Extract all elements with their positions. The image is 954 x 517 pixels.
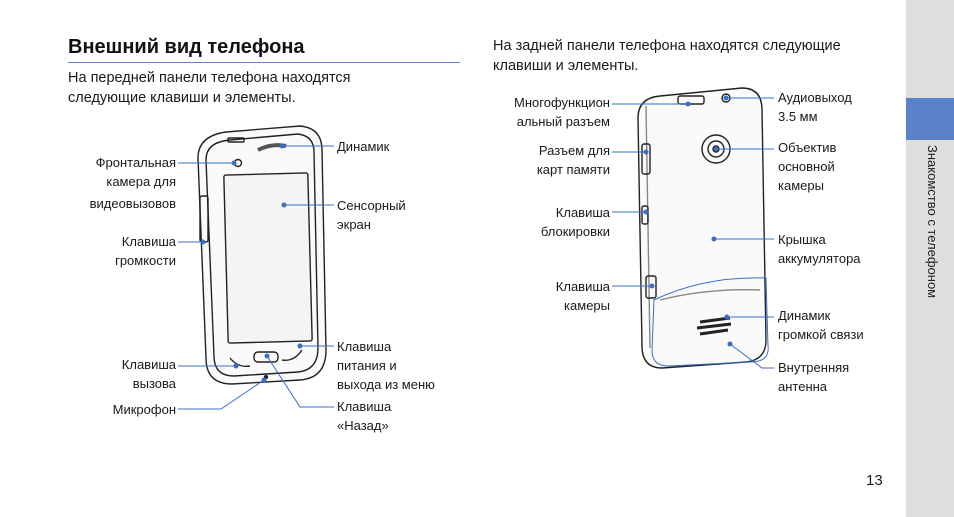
back-leaders bbox=[612, 95, 774, 369]
label-line: основной bbox=[778, 159, 835, 174]
label-line: Клавиша bbox=[555, 205, 610, 220]
label-line: Аудиовыход bbox=[778, 90, 852, 105]
label-line: альный разъем bbox=[516, 114, 610, 129]
label-battery-cover: Крышка аккумулятора bbox=[778, 230, 861, 268]
label-lock-key: Клавиша блокировки bbox=[480, 203, 610, 241]
label-front-camera: Фронтальная камера для видеовызовов bbox=[60, 153, 176, 213]
label-camera-lens: Объектив основной камеры bbox=[778, 138, 836, 195]
label-line: Динамик bbox=[778, 308, 831, 323]
label-line: Клавиша bbox=[121, 234, 176, 249]
label-line: камеры bbox=[564, 298, 610, 313]
label-call-key: Клавиша вызова bbox=[60, 355, 176, 393]
label-line: экран bbox=[337, 217, 371, 232]
label-line: Фронтальная bbox=[95, 155, 176, 170]
label-line: «Назад» bbox=[337, 418, 389, 433]
front-intro-text: На передней панели телефона находятся сл… bbox=[68, 70, 351, 106]
label-line: Внутренняя bbox=[778, 360, 850, 375]
page-number: 13 bbox=[866, 472, 883, 489]
label-line: Клавиша bbox=[337, 339, 392, 354]
back-intro-text: На задней панели телефона находятся след… bbox=[493, 38, 841, 74]
sidebar-strip bbox=[906, 0, 954, 517]
front-leaders bbox=[178, 143, 334, 410]
label-line: аккумулятора bbox=[778, 251, 861, 266]
label-line: питания и bbox=[337, 358, 397, 373]
label-line: антенна bbox=[778, 379, 828, 394]
label-line: Сенсорный bbox=[337, 198, 406, 213]
label-audio-jack: Аудиовыход 3.5 мм bbox=[778, 88, 852, 126]
label-line: громкой связи bbox=[778, 327, 864, 342]
label-multiport: Многофункцион альный разъем bbox=[480, 93, 610, 131]
label-line: 3.5 мм bbox=[778, 109, 818, 124]
label-line: камера для bbox=[106, 174, 176, 189]
label-speaker: Динамик bbox=[337, 137, 389, 156]
label-line: блокировки bbox=[540, 224, 610, 239]
label-line: громкости bbox=[115, 253, 176, 268]
label-line: видеовызовов bbox=[89, 196, 176, 211]
label-microphone: Микрофон bbox=[60, 400, 176, 419]
page-title: Внешний вид телефона bbox=[68, 36, 305, 58]
label-volume-key: Клавиша громкости bbox=[60, 232, 176, 270]
back-phone-drawing bbox=[637, 87, 767, 369]
label-back-key: Клавиша «Назад» bbox=[337, 397, 391, 435]
section-tab-label: Знакомство с телефоном bbox=[925, 145, 940, 299]
label-line: Крышка bbox=[778, 232, 826, 247]
label-line: Разъем для bbox=[538, 143, 610, 158]
label-line: выхода из меню bbox=[337, 377, 435, 392]
label-loudspeaker: Динамик громкой связи bbox=[778, 306, 864, 344]
section-tab-marker bbox=[906, 98, 954, 140]
title-rule bbox=[68, 62, 460, 63]
label-antenna: Внутренняя антенна bbox=[778, 358, 849, 396]
label-line: вызова bbox=[132, 376, 176, 391]
label-line: Объектив bbox=[778, 140, 837, 155]
label-line: Динамик bbox=[337, 139, 390, 154]
label-line: Клавиша bbox=[121, 357, 176, 372]
front-phone-drawing bbox=[197, 125, 327, 385]
label-line: карт памяти bbox=[536, 162, 610, 177]
label-card-slot: Разъем для карт памяти bbox=[480, 141, 610, 179]
label-line: Клавиша bbox=[555, 279, 610, 294]
label-power-key: Клавиша питания и выхода из меню bbox=[337, 337, 435, 394]
label-line: камеры bbox=[778, 178, 824, 193]
label-line: Многофункцион bbox=[514, 95, 610, 110]
label-line: Микрофон bbox=[112, 402, 176, 417]
label-camera-key: Клавиша камеры bbox=[480, 277, 610, 315]
antenna-outline bbox=[651, 277, 769, 367]
label-line: Клавиша bbox=[337, 399, 392, 414]
label-touchscreen: Сенсорный экран bbox=[337, 196, 406, 234]
